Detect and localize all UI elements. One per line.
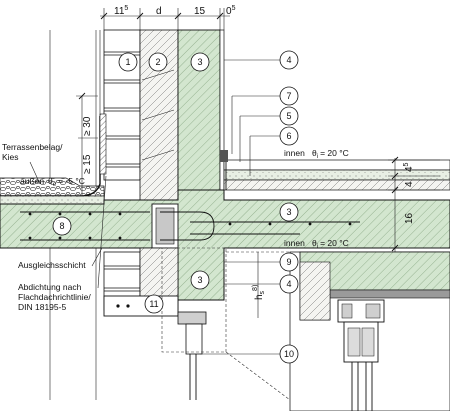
label-outside: außen [20,176,44,186]
callout-2: 2 [148,52,168,72]
svg-text:3: 3 [197,275,202,285]
callout-3-upper: 3 [190,52,210,72]
callout-9: 9 [224,252,299,272]
label-abdichtung-1: Abdichtung nach [18,282,82,292]
label-terrace-gravel: Kies [2,152,19,162]
dim-left-30: ≥ 30 [82,116,93,136]
label-inside-bottom: innen [284,238,305,248]
svg-text:10: 10 [284,349,294,359]
dim-right-45a: 45 [403,162,415,172]
left-dimension-chain: ≥ 30 ≥ 15 [76,92,98,197]
label-terrace: Terrassenbelag/ [2,142,63,152]
callout-8: 8 [52,216,72,236]
callout-7: 7 [231,86,299,154]
callout-3-lower: 3 [190,270,210,290]
label-hs: hs8) [252,252,266,318]
dim-top-d: d [156,6,162,17]
svg-text:9: 9 [286,257,291,267]
label-theta-i-bottom: θi= 20 °C [312,238,349,250]
label-abdichtung-2: Flachdachrichtlinie/ [18,292,91,302]
callout-4-lower: 4 [224,274,299,294]
callout-1: 1 [118,52,138,72]
dim-top-15: 15 [194,6,206,17]
svg-text:4: 4 [286,279,291,289]
svg-text:1: 1 [125,57,130,67]
svg-text:5: 5 [286,111,291,121]
dim-top-05: 05 [226,5,236,17]
svg-text:8: 8 [59,221,64,231]
svg-text:4: 4 [286,55,291,65]
svg-text:2: 2 [155,57,160,67]
label-ausgleichsschicht: Ausgleichsschicht [18,260,86,270]
label-theta-e: θe= -5 °C [48,176,85,188]
dim-right-4: 4 [404,181,415,187]
dim-right-16: 16 [404,212,415,224]
callout-11: 11 [144,294,164,314]
callout-10: 10 [200,344,299,364]
svg-text:7: 7 [286,91,291,101]
label-abdichtung-3: DIN 18195-5 [18,302,66,312]
upper-floor-build-up [220,150,450,191]
svg-text:hs8): hs8) [252,285,266,300]
callout-4-upper: 4 [224,50,299,70]
svg-text:6: 6 [286,131,291,141]
label-inside-top: innen [284,148,305,158]
top-dimension-chain: 115 d 15 05 [100,5,236,30]
callout-5: 5 [239,106,299,162]
label-theta-i-top: θi= 20 °C [312,148,349,160]
svg-text:3: 3 [286,207,291,217]
callout-6: 6 [249,126,299,176]
dim-top-1: 115 [114,5,128,17]
dim-left-15: ≥ 15 [82,154,93,174]
svg-text:3: 3 [197,57,202,67]
callout-3-slab: 3 [279,202,299,222]
svg-text:11: 11 [149,299,158,309]
window-detail-inset [289,251,450,411]
